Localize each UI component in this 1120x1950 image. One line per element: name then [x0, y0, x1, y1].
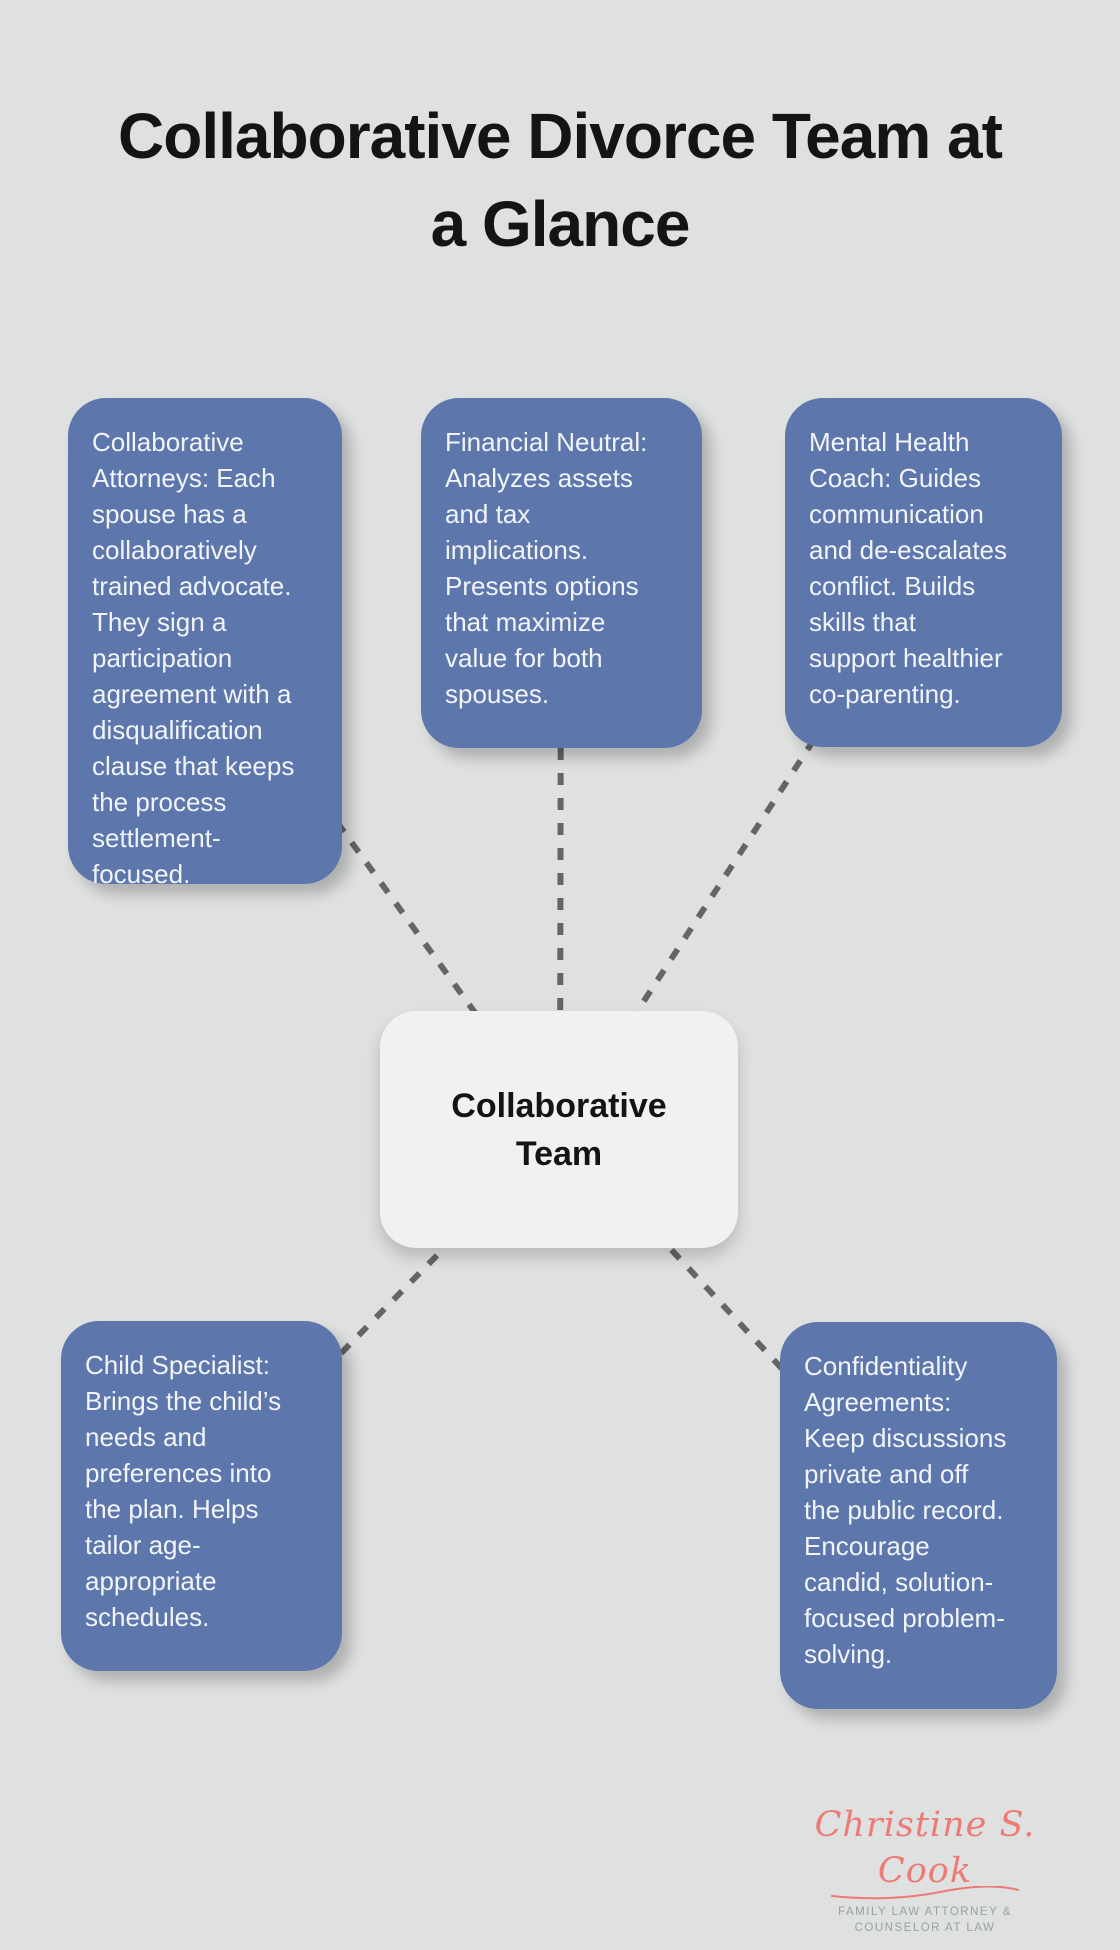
center-node: Collaborative Team — [380, 1011, 738, 1248]
firm-logo: Christine S. Cook FAMILY LAW ATTORNEY & … — [775, 1802, 1075, 1936]
page-title-line1: Collaborative Divorce Team at — [118, 100, 1003, 172]
center-node-label: Collaborative Team — [451, 1086, 667, 1173]
team-box-mental-health-coach: Mental Health Coach: Guides communicatio… — [785, 398, 1062, 747]
team-box-financial-neutral: Financial Neutral: Analyzes assets and t… — [421, 398, 702, 748]
team-box-collaborative-attorneys: Collaborative Attorneys: Each spouse has… — [68, 398, 342, 889]
page-title: Collaborative Divorce Team at a Glance — [0, 92, 1120, 268]
signature-flourish-icon — [831, 1886, 1019, 1900]
connector-financial — [557, 572, 564, 1131]
logo-script-name: Christine S. Cook — [814, 1805, 1036, 1891]
team-box-child-specialist: Child Specialist: Brings the child’s nee… — [61, 1321, 342, 1671]
page-title-line2: a Glance — [430, 188, 691, 260]
logo-tagline: FAMILY LAW ATTORNEY & COUNSELOR AT LAW — [775, 1904, 1075, 1936]
logo-tagline-line2: COUNSELOR AT LAW — [854, 1922, 996, 1934]
team-box-confidentiality-agreements: Confidentiality Agreements: Keep discuss… — [780, 1322, 1057, 1709]
logo-tagline-line1: FAMILY LAW ATTORNEY & — [838, 1906, 1012, 1918]
